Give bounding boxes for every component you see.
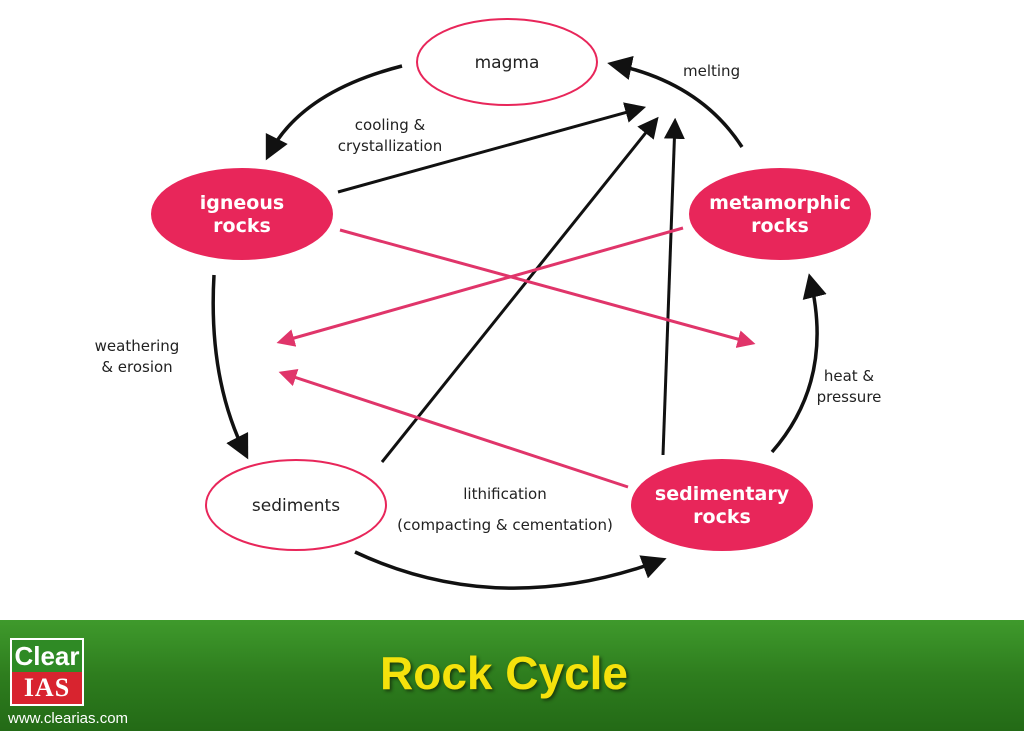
node-igneous-label-line2: rocks [213,215,271,237]
banner-title: Rock Cycle [380,647,629,699]
arrow-sediments-to-magma [380,116,659,463]
node-sedimentary-label-line1: sedimentary [655,483,790,505]
node-magma-shape [416,18,598,106]
arrow-igneous-to-magma [337,102,647,194]
node-metamorphic-rocks: metamorphic rocks [689,168,871,260]
label-heat-line2: pressure [817,388,882,406]
node-magma-label: magma [475,53,540,73]
node-sedimentary-shape [631,459,813,551]
arrow-sediments-to-sedimentary [354,550,667,590]
node-metamorphic-label-line1: metamorphic [709,192,851,214]
arrow-metamorphic-to-sediments [276,226,684,347]
label-cooling-line2: crystallization [338,137,442,155]
site-url[interactable]: www.clearias.com [8,710,129,727]
arrow-metamorphic-to-magma [607,55,744,148]
arrow-sedimentary-to-metamorphic [770,273,827,454]
label-weathering-line1: weathering [95,337,180,355]
clearias-logo: Clear IAS [10,638,84,706]
arrow-igneous-to-metamorphic [339,228,756,348]
node-igneous-shape [151,168,333,260]
rock-cycle-diagram: magma igneous rocks metamorphic rocks se… [95,18,882,590]
arrow-igneous-to-sediments [211,274,249,460]
node-sediments-label: sediments [252,496,340,516]
footer-banner: Clear IAS www.clearias.com Rock Cycle [0,620,1024,731]
arrow-magma-to-igneous [265,64,403,161]
node-sediments-shape [205,459,387,551]
node-sediments: sediments [205,459,387,551]
logo-ias-text: IAS [10,672,84,706]
label-cooling-line1: cooling & [355,116,426,134]
logo-clear-text: Clear [10,638,84,672]
node-metamorphic-label-line2: rocks [751,215,809,237]
arrow-sedimentary-to-sediments [278,368,629,489]
label-heat-line1: heat & [824,367,875,385]
label-melting: melting [683,62,740,80]
node-igneous-rocks: igneous rocks [151,168,333,260]
label-weathering-line2: & erosion [101,358,172,376]
arrow-sedimentary-to-magma [661,117,685,456]
label-lithification-line2: (compacting & cementation) [397,516,613,534]
label-lithification-line1: lithification [463,485,547,503]
node-sedimentary-rocks: sedimentary rocks [631,459,813,551]
node-metamorphic-shape [689,168,871,260]
node-sedimentary-label-line2: rocks [693,506,751,528]
node-magma: magma [416,18,598,106]
node-igneous-label-line1: igneous [200,192,284,214]
